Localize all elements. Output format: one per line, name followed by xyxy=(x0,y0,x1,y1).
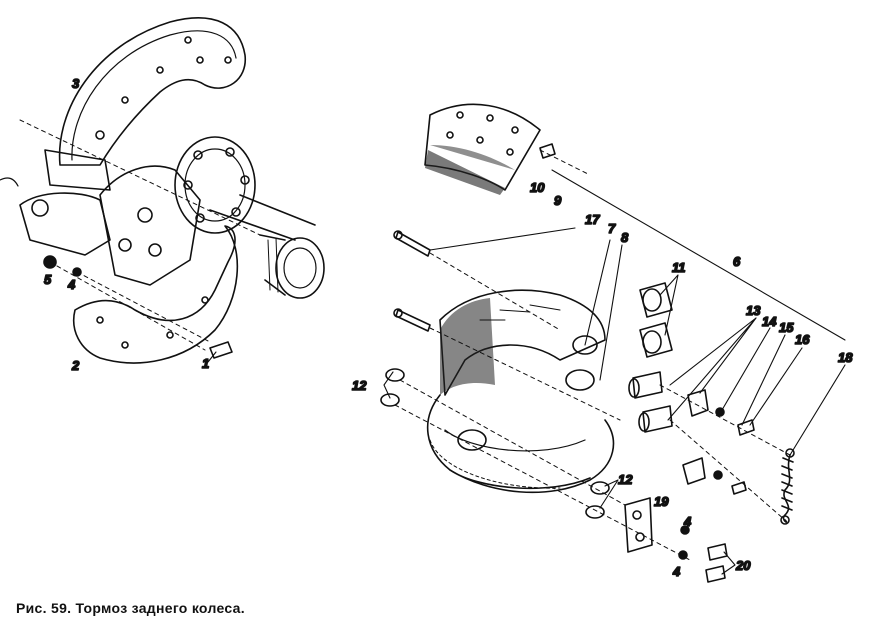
label-16: 16 xyxy=(795,332,810,347)
rivet-10 xyxy=(539,143,556,159)
brake-carrier-hub xyxy=(0,136,325,299)
washer-4c xyxy=(678,550,688,560)
label-6: 6 xyxy=(733,254,741,269)
label-15: 15 xyxy=(779,320,794,335)
bolt-16 xyxy=(737,419,755,436)
return-spring-18 xyxy=(780,448,795,525)
bolt-20b xyxy=(705,565,726,583)
label-18: 18 xyxy=(838,350,853,365)
bolt-1 xyxy=(209,341,233,359)
rollers-11 xyxy=(639,282,673,358)
rings-12-left xyxy=(380,368,405,407)
label-12-left: 12 xyxy=(352,378,367,393)
roller-axles-13 xyxy=(628,371,673,433)
label-19: 19 xyxy=(654,494,669,509)
label-10: 10 xyxy=(530,180,545,195)
label-14: 14 xyxy=(762,314,777,329)
label-2: 2 xyxy=(71,358,80,373)
brake-lining xyxy=(424,103,541,195)
rings-12-right xyxy=(585,481,610,519)
leader-lines xyxy=(207,169,846,575)
label-4: 4 xyxy=(67,277,76,292)
label-4c: 4 xyxy=(672,564,681,579)
label-1: 1 xyxy=(202,356,209,371)
dust-shield-upper xyxy=(58,17,246,166)
brake-shoe-assembly xyxy=(426,289,615,494)
washer-15b xyxy=(713,470,723,480)
label-20: 20 xyxy=(735,558,751,573)
label-11: 11 xyxy=(672,260,686,275)
label-17: 17 xyxy=(585,212,600,227)
label-4b: 4 xyxy=(683,514,692,529)
label-12-right: 12 xyxy=(618,472,633,487)
label-7: 7 xyxy=(608,221,616,236)
alignment-lines-right xyxy=(394,149,791,561)
washer-4b xyxy=(680,525,690,535)
label-3: 3 xyxy=(72,76,80,91)
figure-caption: Рис. 59. Тормоз заднего колеса. xyxy=(16,600,245,616)
label-9: 9 xyxy=(554,193,562,208)
label-5: 5 xyxy=(44,272,52,287)
label-8: 8 xyxy=(621,230,629,245)
shoe-pins-17 xyxy=(393,230,431,332)
plate-14 xyxy=(687,389,709,417)
alignment-lines-left xyxy=(19,119,261,351)
label-13: 13 xyxy=(746,303,761,318)
plate-14b xyxy=(682,457,706,485)
bolt-16b xyxy=(731,481,747,495)
anchor-plate-19 xyxy=(624,497,653,553)
